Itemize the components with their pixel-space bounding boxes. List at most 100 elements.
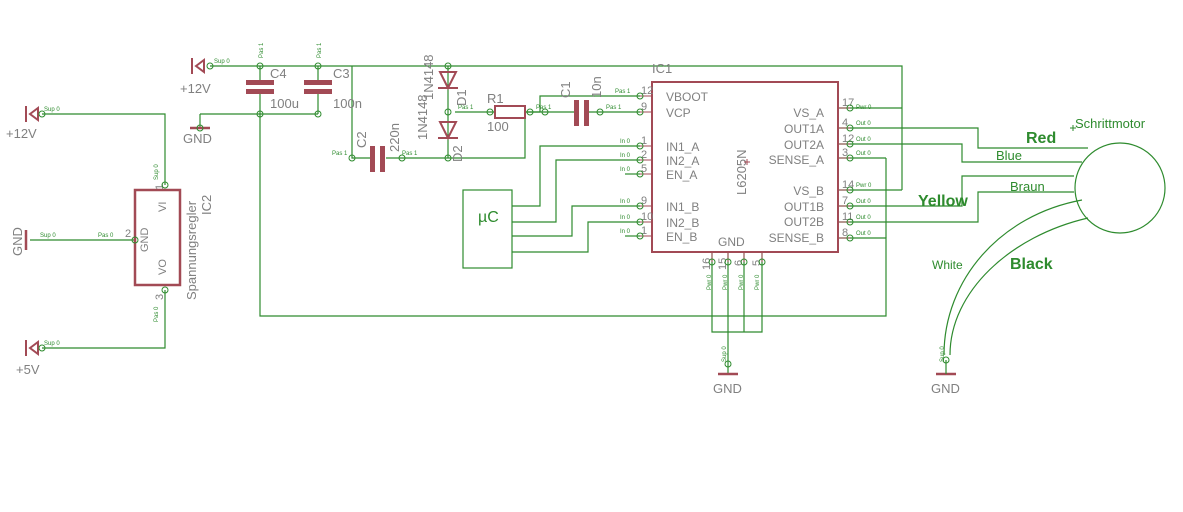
pin-tag: Pwr 0 (707, 274, 713, 290)
pin-tag: Sup 0 (722, 346, 728, 362)
mcu-label: µC (478, 209, 499, 226)
c2-name: C2 (354, 131, 369, 148)
d2-name: D2 (450, 145, 465, 162)
pin-tag: Sup 0 (44, 107, 60, 113)
pin-tag: Out 0 (856, 231, 871, 237)
ic1-pin-num: 3 (842, 147, 848, 159)
pin-tag: Sup 0 (44, 341, 60, 347)
c4-name: C4 (270, 66, 287, 81)
resistor-r1: R1 100 (487, 91, 526, 134)
ic1-pin-num: 10 (641, 211, 653, 223)
capacitor-c2: C2 220n (354, 123, 402, 172)
ic1-pin-in2a: IN2_A (666, 154, 699, 168)
pin-tag: Pas 1 (458, 105, 474, 111)
ic1-pin-num: 2 (641, 149, 647, 161)
capacitor-c1: C1 10n (558, 76, 604, 126)
c3-value: 100n (333, 96, 362, 111)
left-gnd-label: GND (10, 227, 25, 256)
r1-value: 100 (487, 119, 509, 134)
reg-pin-vi: VI (157, 202, 169, 212)
pin-tag: Pas 1 (402, 151, 418, 157)
ic1-pin-num: 1 (641, 135, 647, 147)
c1-value: 10n (589, 76, 604, 98)
pin-tag: In 0 (620, 139, 631, 145)
ic1-pin-num: 12 (641, 85, 653, 97)
reg-pin-1: 1 (154, 184, 166, 190)
pin-tag: Pas 1 (259, 42, 265, 58)
pin-tag: Pas 1 (317, 42, 323, 58)
pin-tag: Pas 1 (332, 151, 348, 157)
d1-value: 1N4148 (421, 54, 436, 100)
driver-ic1: IC1 L6205N GND VBOOT VCP IN1_A IN2_A EN_… (640, 61, 854, 270)
ic1-pin-num: 12 (842, 133, 854, 145)
stepper-motor: Schrittmotor Red Blue Yellow Braun White… (918, 116, 1166, 273)
c1-name: C1 (558, 81, 573, 98)
c4-value: 100u (270, 96, 299, 111)
r1-name: R1 (487, 91, 504, 106)
ic1-pin-num: 4 (842, 117, 848, 129)
ic1-pin-senseb: SENSE_B (769, 231, 824, 245)
wire-yellow-label: Yellow (918, 193, 968, 210)
ic1-pin-num: 1 (641, 225, 647, 237)
junctions (38, 62, 950, 368)
pin-tag: Pas 0 (154, 306, 160, 322)
ic1-gnd-num: 5 (751, 260, 763, 266)
motor-gnd-label: GND (931, 381, 960, 396)
pin-tag: In 0 (620, 229, 631, 235)
wire-braun-label: Braun (1010, 179, 1045, 194)
capacitor-c3: C3 100n (304, 66, 362, 111)
ic1-pin-num: 9 (641, 101, 647, 113)
pin-tag: Sup 0 (154, 164, 160, 180)
pin-tag: Pas 1 (606, 105, 622, 111)
wires (30, 65, 1089, 374)
ic-gnd-label: GND (713, 381, 742, 396)
top-12v-label: +12V (180, 81, 211, 96)
ic1-gnd-num: 15 (717, 258, 729, 270)
pin-tag: Pwr 0 (856, 183, 872, 189)
pin-tag: In 0 (620, 153, 631, 159)
ic1-pin-num: 8 (842, 227, 848, 239)
ic1-pin-vsa: VS_A (793, 106, 824, 120)
capacitor-c4: C4 100u (246, 66, 299, 111)
d1-name: D1 (454, 89, 469, 106)
ic1-pin-in1b: IN1_B (666, 200, 699, 214)
ic1-pin-in2b: IN2_B (666, 216, 699, 230)
c2-value: 220n (387, 123, 402, 152)
ic1-pin-out1b: OUT1B (784, 200, 824, 214)
reg-pin-2: 2 (125, 228, 131, 240)
motor-label: Schrittmotor (1075, 116, 1146, 131)
wire-black-label: Black (1010, 256, 1053, 273)
reg-name: IC2 (199, 195, 214, 215)
pin-tag: In 0 (620, 215, 631, 221)
ic1-pin-num: 17 (842, 97, 854, 109)
microcontroller: µC (462, 189, 513, 269)
pin-tag: Pas 1 (615, 89, 631, 95)
ic1-pin-num: 14 (842, 179, 854, 191)
ic1-pin-out2b: OUT2B (784, 215, 824, 229)
ic1-pin-out1a: OUT1A (784, 122, 824, 136)
d2-value: 1N4148 (415, 94, 430, 140)
ic1-name: IC1 (652, 61, 672, 76)
pin-tag: Out 0 (856, 199, 871, 205)
reg-pin-3: 3 (154, 294, 166, 300)
pin-tag: Pwr 0 (755, 274, 761, 290)
ic1-pin-ena: EN_A (666, 168, 697, 182)
caps-gnd-label: GND (183, 131, 212, 146)
ic1-pin-num: 5 (641, 163, 647, 175)
ic1-pin-num: 11 (842, 211, 853, 223)
supply-symbols (24, 58, 956, 376)
pin-tag: Sup 0 (940, 346, 946, 362)
wire-white-label: White (932, 258, 963, 272)
pin-tag: Pwr 0 (856, 105, 872, 111)
5v-label: +5V (16, 362, 40, 377)
pin-tag: Pas 1 (536, 105, 552, 111)
reg-pin-gnd: GND (139, 228, 151, 253)
pin-tag: Pwr 0 (723, 274, 729, 290)
pin-tag: Out 0 (856, 121, 871, 127)
ic1-pin-sensea: SENSE_A (769, 153, 824, 167)
ic1-pin-vboot: VBOOT (666, 90, 709, 104)
reg-value: Spannungsregler (184, 200, 199, 300)
left-12v-label: +12V (6, 126, 37, 141)
diode-d1: 1N4148 D1 (421, 54, 469, 106)
